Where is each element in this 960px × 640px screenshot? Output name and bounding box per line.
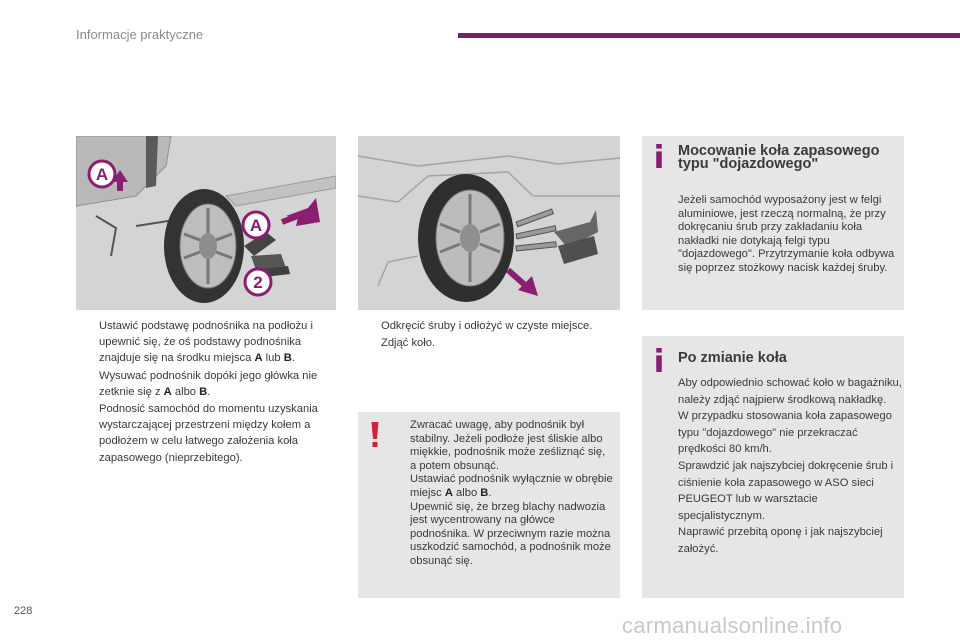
section-title: Informacje praktyczne (76, 27, 204, 42)
jack-steps-list: Ustawić podstawę podnośnika na podłożu i… (76, 318, 338, 467)
warning-text: Zwracać uwagę, aby podnośnik był stabiln… (410, 419, 613, 567)
info-title: Po zmianie koła (678, 350, 787, 366)
info-title: Mocowanie koła zapasowego typu "dojazdow… (678, 143, 880, 173)
label-a-right: A (250, 216, 262, 235)
list-item: Wysuwać podnośnik dopóki jego główka nie… (99, 369, 318, 398)
warning-box: Zwracać uwagę, aby podnośnik był stabiln… (358, 412, 620, 598)
list-item: Odkręcić śruby i odłożyć w czyste miejsc… (381, 320, 593, 332)
info-text: Aby odpowiednio schować koło w bagażniku… (678, 377, 902, 555)
list-item: Ustawić podstawę podnośnika na podłożu i… (99, 320, 313, 365)
info-text: Jeżeli samochód wyposażony jest w felgi … (678, 194, 895, 274)
info-icon (656, 348, 662, 372)
jack-placement-illustration: A A 2 (76, 136, 336, 310)
wheel-steps-list: Odkręcić śruby i odłożyć w czyste miejsc… (358, 318, 620, 352)
header-accent-bar (458, 33, 960, 38)
info-icon (656, 144, 662, 168)
list-item: Zdjąć koło. (381, 337, 436, 350)
info-box-spare-wheel: Mocowanie koła zapasowego typu "dojazdow… (642, 136, 904, 310)
info-box-after-change: Po zmianie koła Aby odpowiednio schować … (642, 336, 904, 598)
page-number: 228 (14, 605, 33, 617)
list-item: Podnosić samochód do momentu uzyskania w… (99, 403, 318, 464)
label-2: 2 (253, 273, 262, 292)
wheel-removal-illustration (358, 136, 620, 310)
watermark: carmanualsonline.info (622, 613, 843, 638)
exclamation-warning-icon (371, 422, 379, 447)
label-a-left: A (96, 165, 108, 184)
